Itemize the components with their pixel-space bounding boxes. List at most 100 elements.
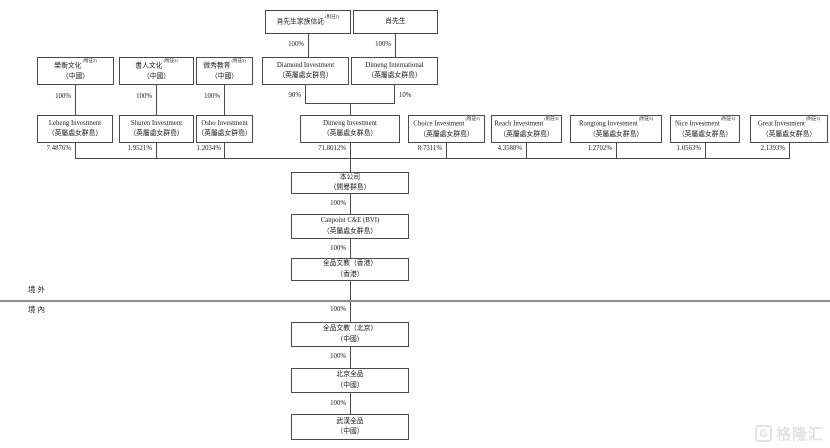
node-jurisdiction: （英屬處女群島）	[367, 72, 422, 79]
node-label: Reach Investment	[494, 120, 544, 128]
node-label: 全品文教（香港）	[322, 260, 378, 268]
note-ref: (附註3)	[720, 116, 735, 122]
node-label: Diamond Investment	[276, 61, 335, 69]
connector-line	[705, 143, 706, 158]
node-label: Leheng Investment	[48, 119, 102, 127]
pct-leheng-culture: 100%	[55, 93, 71, 100]
pct-reach-investment: 4.3588%	[497, 145, 522, 152]
pct-bjqp-to-whqp: 100%	[330, 400, 346, 407]
connector-line	[789, 143, 790, 158]
node-jurisdiction: （英屬處女群島）	[677, 130, 733, 138]
note-ref: (附註2)	[82, 58, 97, 64]
node-jurisdiction: （中國）	[61, 72, 90, 80]
node-jurisdiction: （英屬處女群島）	[419, 130, 474, 138]
node-leheng-investment: Leheng Investment （英屬處女群島）	[37, 115, 113, 143]
node-shuren-culture: 書人文化(附註2) （中國）	[119, 57, 194, 85]
node-label: 書人文化	[135, 62, 163, 70]
node-label: Shuren Investment	[130, 119, 183, 127]
connector-line	[350, 281, 351, 322]
node-dimeng-international: Dimeng International （英屬處女群島）	[351, 57, 438, 85]
gelonghui-watermark: G 格隆汇	[754, 423, 824, 444]
pct-diamond-90: 90%	[288, 92, 301, 99]
note-ref: (附註2)	[163, 58, 178, 64]
connector-line	[305, 85, 306, 103]
node-jurisdiction: （英屬處女群島）	[499, 130, 554, 138]
connector-line	[156, 85, 157, 115]
node-label: 微秀教育	[203, 62, 231, 70]
connector-line	[308, 34, 309, 57]
node-quanpin-beijing: 全品文教（北京） （中國）	[291, 322, 409, 347]
node-jurisdiction: （英屬處女群島）	[322, 130, 378, 137]
pct-choice-investment: 8.7311%	[417, 145, 442, 152]
note-ref: (附註3)	[544, 116, 559, 122]
node-jurisdiction: （英屬處女群島）	[129, 130, 184, 137]
node-label: Nice Investment	[675, 120, 720, 128]
zone-label-onshore: 境內	[28, 305, 47, 314]
note-ref: (附註3)	[805, 116, 821, 122]
pct-nice-investment: 1.0563%	[676, 145, 701, 152]
note-ref: (附註3)	[638, 116, 653, 122]
node-label: 武漢全品	[336, 417, 364, 425]
pct-leheng-investment: 7.4876%	[46, 145, 71, 152]
node-jurisdiction: （英屬處女群島）	[322, 227, 378, 235]
connector-line	[526, 143, 527, 158]
node-xiao-family-trust: 肖先生家族信託(附註1)	[265, 10, 351, 34]
connector-line	[75, 143, 76, 158]
node-jurisdiction: （英屬處女群島）	[197, 130, 252, 137]
connector-line	[446, 143, 447, 158]
node-label: 北京全品	[336, 371, 364, 379]
node-label: Dimeng International	[365, 61, 424, 69]
note-ref: (附註3)	[465, 116, 480, 122]
pct-osho-investment: 1.2034%	[196, 145, 221, 152]
pct-great-investment: 2.1393%	[760, 145, 785, 152]
connector-line	[350, 239, 351, 258]
node-canpoint-bvi: Canpoint C&E (BVI) （英屬處女群島）	[291, 214, 409, 239]
node-jurisdiction: （中國）	[336, 381, 364, 389]
node-mr-xiao: 肖先生	[353, 10, 438, 34]
node-jurisdiction: （英屬處女群島）	[588, 130, 644, 138]
gelonghui-brand-text: 格隆汇	[775, 426, 824, 443]
node-dimeng-investment: Dimeng Investment （英屬處女群島）	[300, 115, 400, 143]
node-reach-investment: Reach Investment(附註3) （英屬處女群島）	[491, 115, 562, 143]
node-label: Canpoint C&E (BVI)	[320, 217, 380, 225]
node-jurisdiction: （英屬處女群島）	[761, 130, 817, 138]
node-label: Great Investment	[757, 120, 805, 128]
connector-line	[224, 85, 225, 115]
node-label: 肖先生家族信託	[276, 18, 325, 26]
node-weixiu-education: 微秀教育(附註2) （中國）	[196, 57, 253, 85]
node-jurisdiction: （英屬處女群島）	[47, 130, 103, 137]
node-quanpin-hk: 全品文教（香港） （香港）	[291, 258, 409, 281]
node-osho-investment: Osho Investment （英屬處女群島）	[196, 115, 253, 143]
pct-company-to-canpoint: 100%	[330, 200, 346, 207]
node-jurisdiction: （香港）	[336, 270, 364, 278]
node-wuhan-quanpin: 武漢全品 （中國）	[291, 414, 409, 440]
zone-label-offshore: 境外	[28, 285, 47, 294]
node-label: Choice Investment	[413, 120, 465, 128]
node-rongtong-investment: Rongtong Investment(附註3) （英屬處女群島）	[570, 115, 662, 143]
node-shuren-investment: Shuren Investment （英屬處女群島）	[119, 115, 194, 143]
connector-line	[350, 103, 351, 115]
node-jurisdiction: （中國）	[142, 72, 171, 80]
node-label: 肖先生	[385, 17, 406, 25]
connector-line	[75, 85, 76, 115]
connector-line	[350, 194, 351, 214]
pct-shuren-culture: 100%	[136, 93, 152, 100]
node-label: Dimeng Investment	[323, 119, 377, 127]
node-leheng-culture: 樂衡文化(附註2) （中國）	[37, 57, 114, 85]
node-jurisdiction: （中國）	[210, 72, 239, 80]
node-great-investment: Great Investment(附註3) （英屬處女群島）	[750, 115, 828, 143]
connector-line	[395, 34, 396, 57]
node-label: 全品文教（北京）	[322, 325, 378, 333]
pct-xiao-to-intl: 100%	[375, 41, 391, 48]
gelonghui-logo-icon: G	[754, 425, 772, 442]
node-nice-investment: Nice Investment(附註3) （英屬處女群島）	[670, 115, 740, 143]
node-diamond-investment: Diamond Investment （英屬處女群島）	[262, 57, 349, 85]
pct-shuren-investment: 1.9521%	[127, 145, 152, 152]
connector-line	[156, 143, 157, 158]
node-label: 本公司	[339, 173, 361, 181]
node-beijing-quanpin: 北京全品 （中國）	[291, 368, 409, 393]
note-ref: (附註1)	[325, 14, 340, 20]
pct-bj-to-bjqp: 100%	[330, 353, 346, 360]
node-label: Osho Investment	[201, 119, 248, 127]
